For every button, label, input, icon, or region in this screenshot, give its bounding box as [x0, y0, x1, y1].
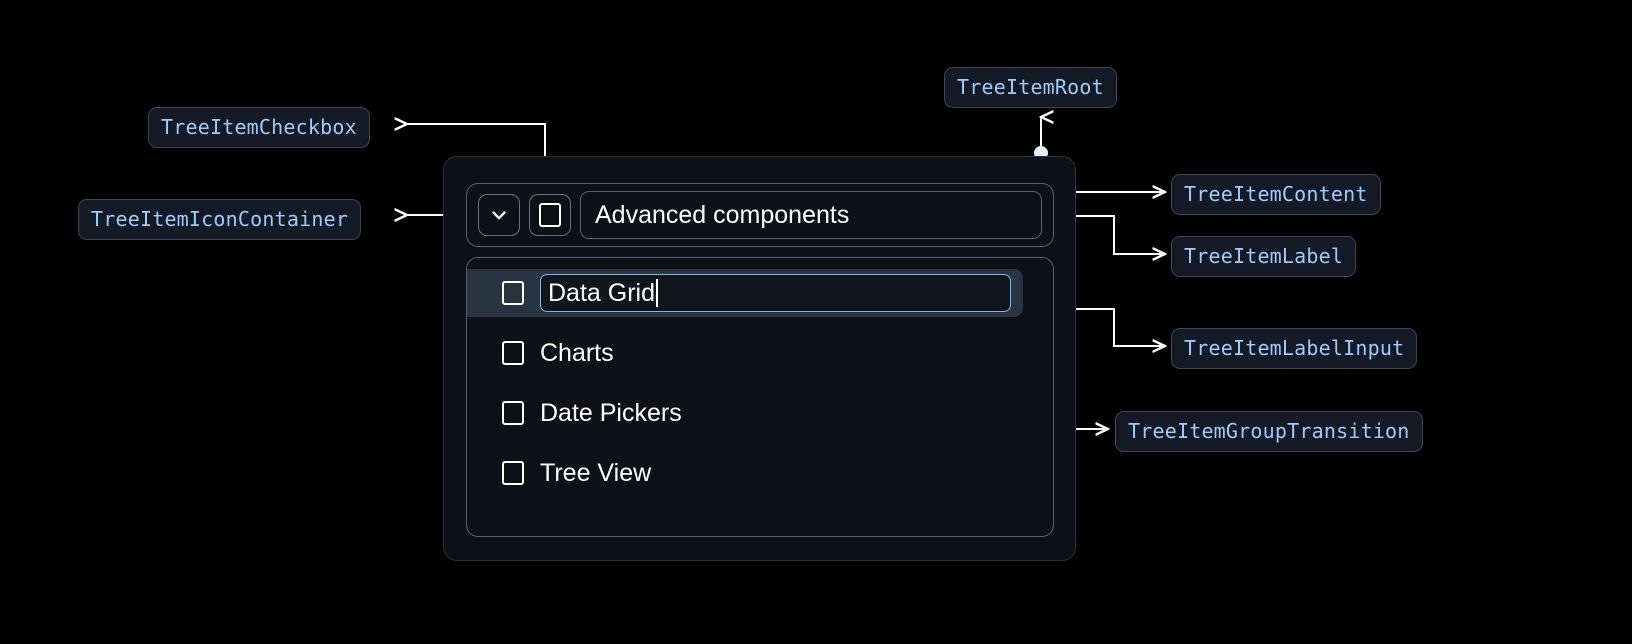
annotation-treeitemlabel: TreeItemLabel [1171, 236, 1357, 277]
treeitem-checkbox[interactable] [502, 281, 524, 305]
annotation-treeitemroot: TreeItemRoot [944, 67, 1117, 108]
treeitem-icon-container[interactable] [478, 194, 520, 236]
treeitem-label[interactable]: Date Pickers [540, 398, 682, 427]
treeitem-checkbox[interactable] [502, 341, 524, 365]
treeitem-root[interactable]: Advanced components Data Grid Charts Dat… [443, 156, 1076, 561]
text-caret [655, 279, 658, 307]
treeitem-group-transition: Data Grid Charts Date Pickers Tree View [466, 257, 1054, 537]
treeitem-content[interactable]: Advanced components [466, 183, 1054, 247]
treeitem-child-row[interactable]: Data Grid [467, 269, 1023, 317]
annotation-treeitemiconcontainer: TreeItemIconContainer [78, 199, 362, 240]
annotation-treeitemcheckbox: TreeItemCheckbox [148, 107, 370, 148]
treeitem-child-row[interactable]: Tree View [467, 449, 1053, 497]
annotation-treeitemgrouptransition: TreeItemGroupTransition [1115, 411, 1423, 452]
treeitem-checkbox[interactable] [502, 401, 524, 425]
treeitem-label[interactable]: Charts [540, 338, 614, 367]
annotation-treeitemcontent: TreeItemContent [1171, 174, 1381, 215]
annotation-treeitemlabelinput: TreeItemLabelInput [1171, 328, 1418, 369]
treeitem-label-input[interactable]: Data Grid [540, 274, 1011, 312]
treeitem-label[interactable]: Advanced components [580, 191, 1042, 239]
label-input-value: Data Grid [548, 278, 655, 307]
treeitem-child-row[interactable]: Date Pickers [467, 389, 1053, 437]
treeitem-checkbox[interactable] [529, 194, 571, 236]
treeitem-checkbox[interactable] [502, 461, 524, 485]
treeitem-child-row[interactable]: Charts [467, 329, 1053, 377]
chevron-down-icon [492, 211, 506, 220]
checkbox-square-icon [539, 203, 561, 227]
treeitem-label[interactable]: Tree View [540, 458, 652, 487]
